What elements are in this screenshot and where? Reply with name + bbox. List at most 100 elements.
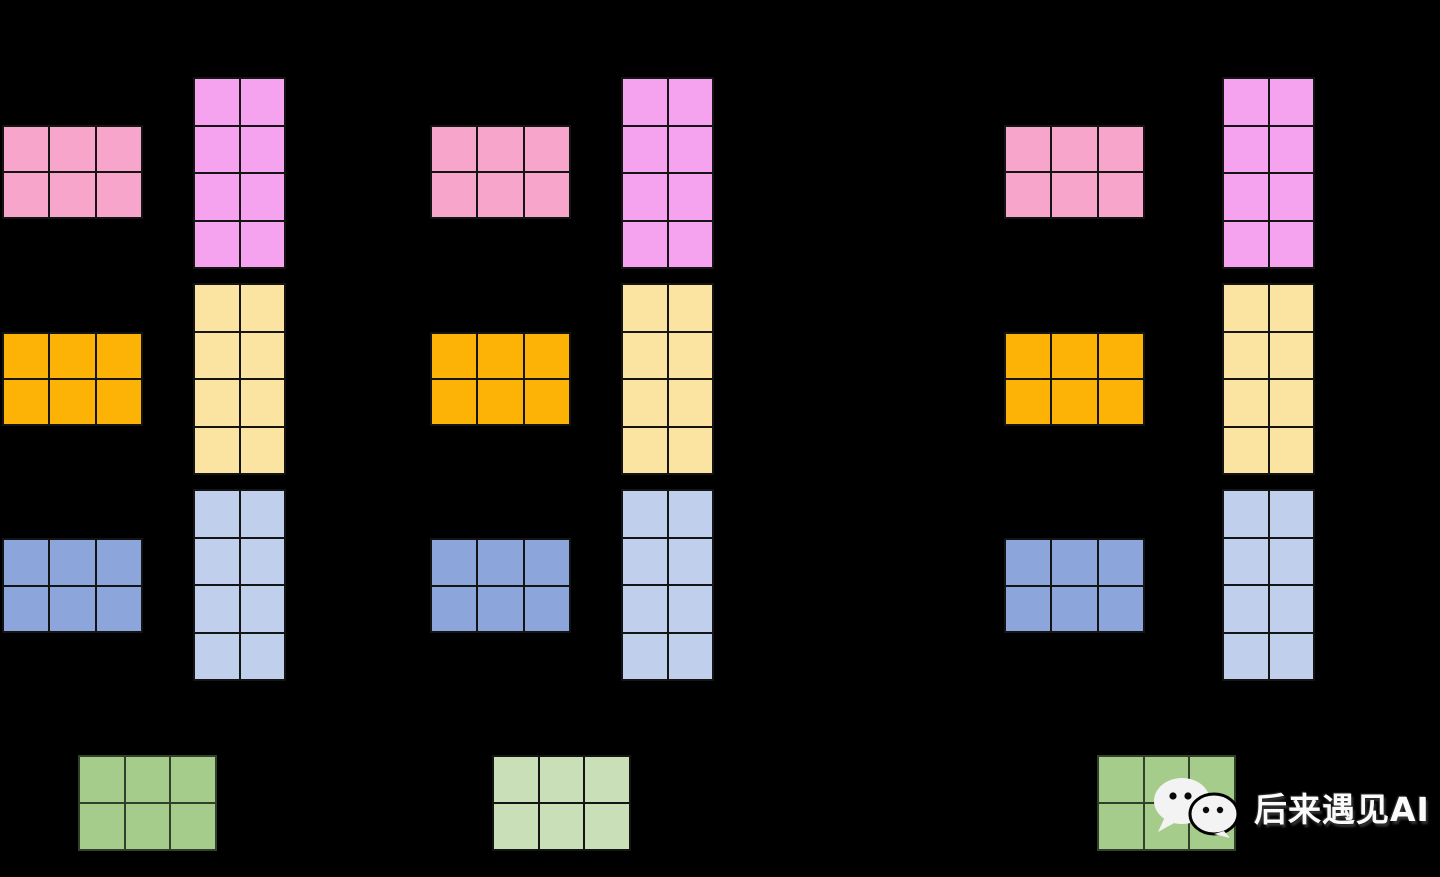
- matrix-cell: [668, 332, 712, 378]
- matrix-cell: [50, 334, 95, 378]
- violet-tall-matrix: [1222, 77, 1315, 269]
- matrix-cell: [125, 757, 170, 802]
- matrix-cell: [524, 540, 569, 585]
- cream-tall-matrix: [621, 283, 714, 475]
- matrix-cell: [1224, 79, 1268, 125]
- matrix-cell: [1224, 586, 1268, 632]
- matrix-cell: [240, 380, 284, 426]
- matrix-cell: [240, 586, 284, 632]
- matrix-cell: [623, 427, 667, 473]
- matrix-cell: [171, 804, 215, 849]
- pink-small-matrix: [430, 125, 571, 219]
- matrix-cell: [195, 586, 239, 632]
- matrix-cell: [240, 427, 284, 473]
- matrix-cell: [240, 633, 284, 679]
- matrix-cell: [1269, 126, 1313, 172]
- matrix-cell: [240, 126, 284, 172]
- matrix-cell: [195, 633, 239, 679]
- matrix-cell: [432, 586, 477, 631]
- matrix-cell: [1269, 221, 1313, 267]
- matrix-cell: [195, 332, 239, 378]
- pink-small-matrix: [1004, 125, 1145, 219]
- matrix-cell: [494, 804, 538, 849]
- matrix-cell: [668, 221, 712, 267]
- matrix-cell: [432, 380, 477, 424]
- matrix-cell: [1006, 540, 1051, 585]
- matrix-cell: [195, 126, 239, 172]
- matrix-cell: [432, 540, 477, 585]
- matrix-cell: [478, 127, 523, 171]
- wechat-icon: [1154, 778, 1240, 838]
- orange-small-matrix: [430, 332, 571, 426]
- matrix-cell: [1098, 380, 1143, 424]
- matrix-cell: [1269, 285, 1313, 331]
- matrix-cell: [585, 804, 629, 849]
- matrix-cell: [432, 127, 477, 171]
- matrix-cell: [1006, 586, 1051, 631]
- matrix-cell: [125, 804, 170, 849]
- matrix-cell: [432, 334, 477, 378]
- matrix-cell: [494, 757, 538, 802]
- matrix-cell: [1006, 380, 1051, 424]
- matrix-cell: [96, 127, 141, 171]
- matrix-cell: [195, 221, 239, 267]
- matrix-cell: [1269, 633, 1313, 679]
- matrix-cell: [50, 380, 95, 424]
- matrix-cell: [1052, 334, 1097, 378]
- matrix-cell: [478, 380, 523, 424]
- matrix-cell: [195, 79, 239, 125]
- orange-small-matrix: [2, 332, 143, 426]
- matrix-cell: [668, 491, 712, 537]
- matrix-cell: [1052, 380, 1097, 424]
- matrix-cell: [4, 127, 49, 171]
- matrix-cell: [240, 491, 284, 537]
- matrix-cell: [1098, 586, 1143, 631]
- matrix-cell: [1269, 491, 1313, 537]
- matrix-cell: [1224, 285, 1268, 331]
- matrix-cell: [524, 173, 569, 217]
- matrix-cell: [195, 538, 239, 584]
- matrix-cell: [1052, 173, 1097, 217]
- matrix-cell: [171, 757, 215, 802]
- matrix-cell: [1006, 127, 1051, 171]
- matrix-cell: [585, 757, 629, 802]
- lightgreen-result-matrix: [492, 755, 631, 851]
- matrix-cell: [1224, 221, 1268, 267]
- matrix-cell: [4, 380, 49, 424]
- matrix-cell: [1098, 127, 1143, 171]
- pink-small-matrix: [2, 125, 143, 219]
- matrix-cell: [1224, 332, 1268, 378]
- matrix-cell: [623, 221, 667, 267]
- matrix-cell: [1224, 633, 1268, 679]
- lightblue-tall-matrix: [1222, 489, 1315, 681]
- matrix-cell: [4, 173, 49, 217]
- matrix-cell: [524, 380, 569, 424]
- matrix-cell: [80, 804, 124, 849]
- matrix-cell: [50, 127, 95, 171]
- matrix-cell: [96, 173, 141, 217]
- matrix-cell: [623, 285, 667, 331]
- matrix-cell: [432, 173, 477, 217]
- violet-tall-matrix: [621, 77, 714, 269]
- matrix-cell: [1224, 174, 1268, 220]
- matrix-cell: [1098, 173, 1143, 217]
- matrix-cell: [80, 757, 124, 802]
- watermark-text: 后来遇见AI: [1254, 790, 1430, 829]
- matrix-cell: [668, 285, 712, 331]
- matrix-cell: [195, 285, 239, 331]
- matrix-cell: [1098, 334, 1143, 378]
- matrix-cell: [1052, 540, 1097, 585]
- matrix-cell: [1269, 538, 1313, 584]
- watermark: 后来遇见AI: [1152, 776, 1430, 838]
- matrix-cell: [1098, 540, 1143, 585]
- matrix-cell: [240, 332, 284, 378]
- matrix-cell: [195, 380, 239, 426]
- matrix-cell: [478, 586, 523, 631]
- matrix-cell: [623, 491, 667, 537]
- matrix-cell: [4, 586, 49, 631]
- matrix-cell: [623, 538, 667, 584]
- green-result-matrix: [78, 755, 217, 851]
- orange-small-matrix: [1004, 332, 1145, 426]
- matrix-cell: [240, 79, 284, 125]
